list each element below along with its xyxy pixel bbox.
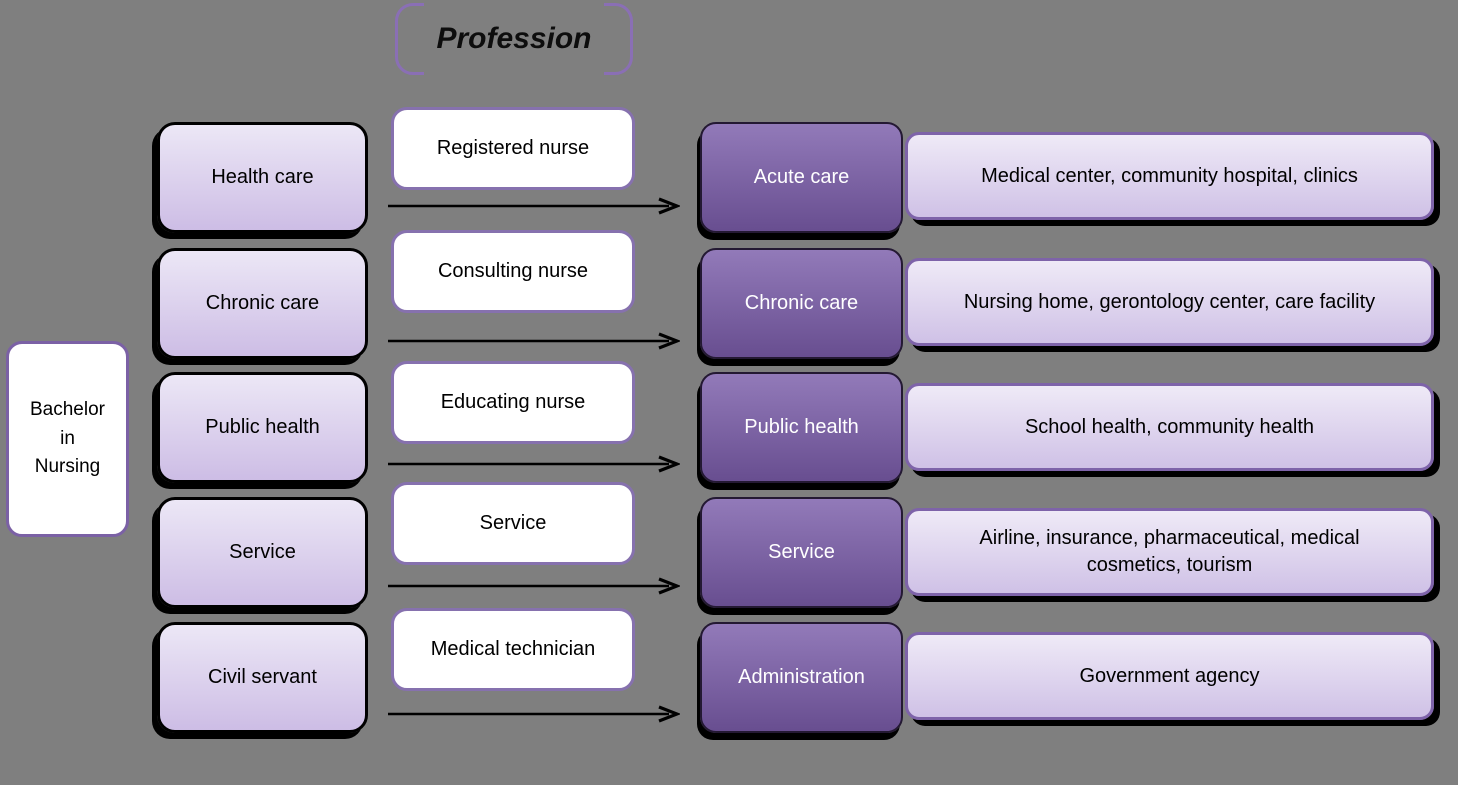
profession-label: Medical technician	[430, 638, 596, 660]
workplaces-box: Nursing home, gerontology center, care f…	[905, 258, 1434, 346]
arrow-icon	[388, 331, 682, 351]
field-label: Service	[768, 541, 835, 563]
workplaces-box: Medical center, community hospital, clin…	[905, 132, 1434, 220]
source-label: Service	[229, 541, 296, 563]
field-box-service: Service	[700, 497, 903, 608]
source-label: Public health	[205, 416, 320, 438]
arrow-icon	[388, 196, 682, 216]
profession-box-educating-nurse: Educating nurse	[391, 361, 635, 444]
profession-box-medical-technician: Medical technician	[391, 608, 635, 691]
profession-label: Registered nurse	[436, 137, 590, 159]
source-label: Chronic care	[205, 292, 320, 314]
workplaces-label: School health, community health	[1024, 415, 1315, 438]
source-box-chronic-care: Chronic care	[157, 248, 368, 359]
source-label: Civil servant	[208, 666, 317, 688]
field-label: Administration	[738, 666, 865, 688]
degree-box: Bachelor in Nursing	[6, 341, 129, 537]
field-box-acute-care: Acute care	[700, 122, 903, 233]
profession-label: Consulting nurse	[437, 260, 589, 282]
profession-box-registered-nurse: Registered nurse	[391, 107, 635, 190]
degree-line-2: in	[60, 427, 75, 449]
field-label: Public health	[744, 416, 859, 438]
arrow-icon	[388, 704, 682, 724]
frame-gap-bottom	[424, 71, 604, 76]
field-box-chronic-care: Chronic care	[700, 248, 903, 359]
source-box-service: Service	[157, 497, 368, 608]
field-label: Chronic care	[744, 292, 859, 314]
workplaces-box: Airline, insurance, pharmaceutical, medi…	[905, 508, 1434, 596]
source-label: Health care	[211, 166, 314, 188]
degree-line-3: Nursing	[34, 456, 101, 478]
field-box-administration: Administration	[700, 622, 903, 733]
profession-box-service: Service	[391, 482, 635, 565]
workplaces-label: Airline, insurance, pharmaceutical, medi…	[979, 527, 1360, 576]
field-label: Acute care	[753, 166, 850, 188]
workplaces-box: School health, community health	[905, 383, 1434, 471]
workplaces-box: Government agency	[905, 632, 1434, 720]
workplaces-label: Nursing home, gerontology center, care f…	[963, 290, 1376, 313]
field-box-public-health: Public health	[700, 372, 903, 483]
degree-line-1: Bachelor	[30, 399, 105, 421]
arrow-icon	[388, 576, 682, 596]
profession-header-frame: Profession	[395, 2, 633, 76]
profession-label: Educating nurse	[440, 391, 586, 413]
source-box-public-health: Public health	[157, 372, 368, 483]
arrow-icon	[388, 454, 682, 474]
source-box-civil-servant: Civil servant	[157, 622, 368, 733]
frame-gap-top	[424, 2, 604, 7]
profession-label: Service	[479, 512, 547, 534]
profession-box-consulting-nurse: Consulting nurse	[391, 230, 635, 313]
source-box-health-care: Health care	[157, 122, 368, 233]
workplaces-label: Medical center, community hospital, clin…	[981, 164, 1358, 187]
profession-header-label: Profession	[436, 22, 592, 55]
workplaces-label: Government agency	[1079, 664, 1260, 687]
